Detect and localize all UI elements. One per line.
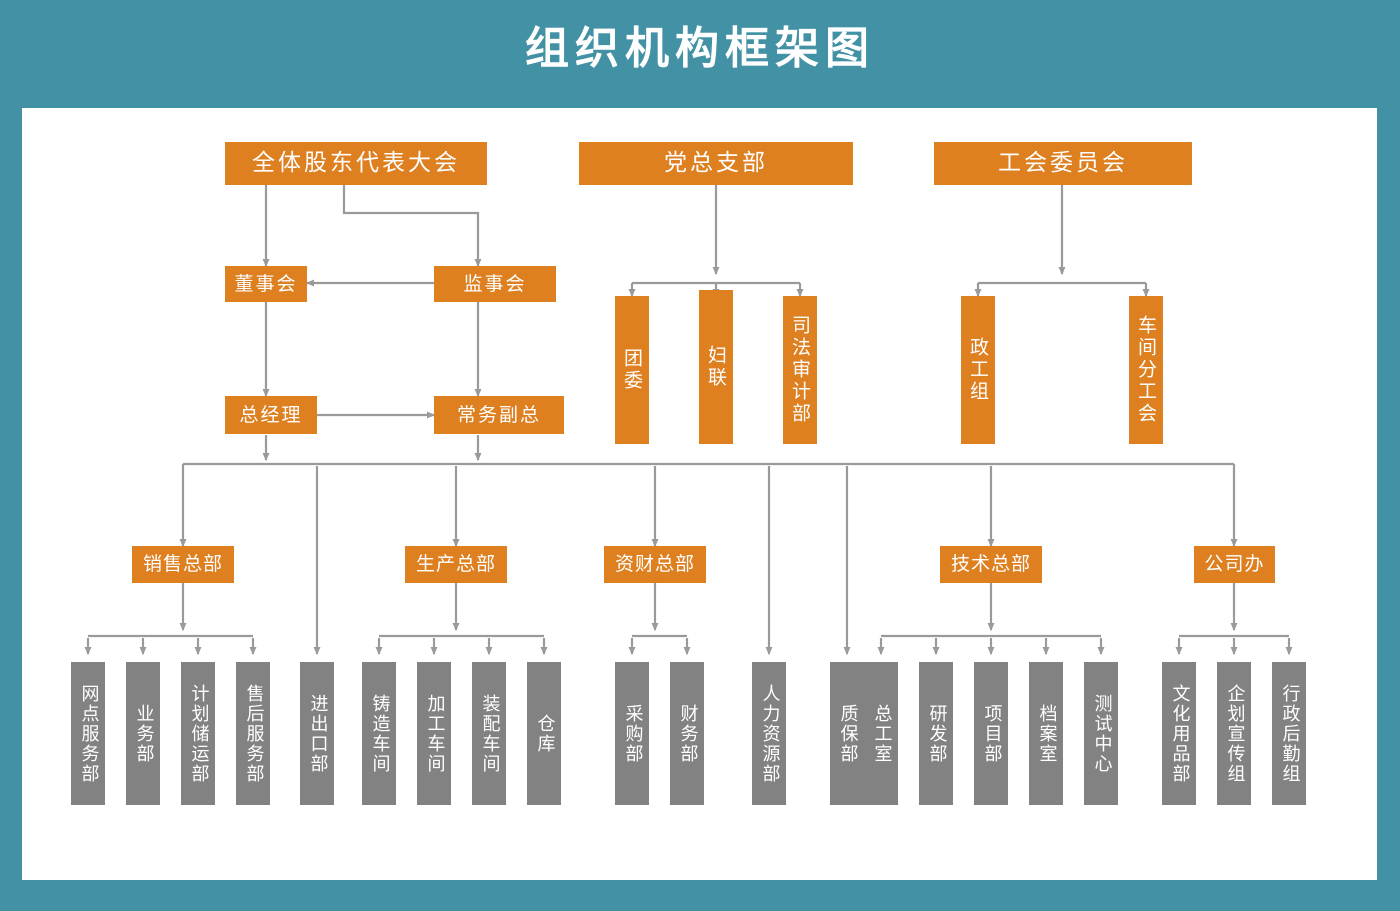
box-stationery[interactable]: 文化用品部 [1162,662,1196,805]
box-after-sales[interactable]: 售后服务部 [236,662,270,805]
box-shareholders[interactable]: 全体股东代表大会 [225,142,487,185]
box-production-hq[interactable]: 生产总部 [405,546,507,583]
box-chief-engineer[interactable]: 总工室 [864,662,898,805]
box-plan-storage[interactable]: 计划储运部 [181,662,215,805]
box-tech-hq[interactable]: 技术总部 [940,546,1042,583]
box-rnd-dept[interactable]: 研发部 [919,662,953,805]
box-party-branch[interactable]: 党总支部 [579,142,853,185]
box-sales-hq[interactable]: 销售总部 [132,546,234,583]
box-planning-promo[interactable]: 企划宣传组 [1217,662,1251,805]
box-import-export[interactable]: 进出口部 [300,662,334,805]
box-assembly-shop[interactable]: 装配车间 [472,662,506,805]
box-purchasing[interactable]: 采购部 [615,662,649,805]
box-project-dept[interactable]: 项目部 [974,662,1008,805]
box-archives[interactable]: 档案室 [1029,662,1063,805]
page-title: 组织机构框架图 [525,23,875,74]
box-general-manager[interactable]: 总经理 [225,396,317,434]
connector-layer [84,185,1293,655]
box-business-dept[interactable]: 业务部 [126,662,160,805]
box-union-committee[interactable]: 工会委员会 [934,142,1192,185]
box-finance-dept[interactable]: 财务部 [670,662,704,805]
box-judicial-audit[interactable]: 司法审计部 [783,296,817,444]
box-test-center[interactable]: 测试中心 [1084,662,1118,805]
box-workshop-union[interactable]: 车间分工会 [1129,296,1163,444]
box-finance-hq[interactable]: 资财总部 [604,546,706,583]
box-board[interactable]: 董事会 [225,266,307,302]
box-company-office[interactable]: 公司办 [1194,546,1275,583]
box-warehouse[interactable]: 仓库 [527,662,561,805]
box-political-work[interactable]: 政工组 [961,296,995,444]
box-youth-league[interactable]: 团委 [615,296,649,444]
chart-panel: 全体股东代表大会 党总支部 工会委员会 董事会 监事会 团委 妇联 司法审计部 … [22,108,1377,880]
box-machining-shop[interactable]: 加工车间 [417,662,451,805]
box-womens-federation[interactable]: 妇联 [699,290,733,444]
box-supervisors[interactable]: 监事会 [434,266,556,302]
box-quality-assurance[interactable]: 质保部 [830,662,864,805]
box-deputy-gm[interactable]: 常务副总 [434,396,564,434]
box-outlet-service[interactable]: 网点服务部 [71,662,105,805]
box-human-resources[interactable]: 人力资源部 [752,662,786,805]
box-admin-logistics[interactable]: 行政后勤组 [1272,662,1306,805]
box-casting-shop[interactable]: 铸造车间 [362,662,396,805]
